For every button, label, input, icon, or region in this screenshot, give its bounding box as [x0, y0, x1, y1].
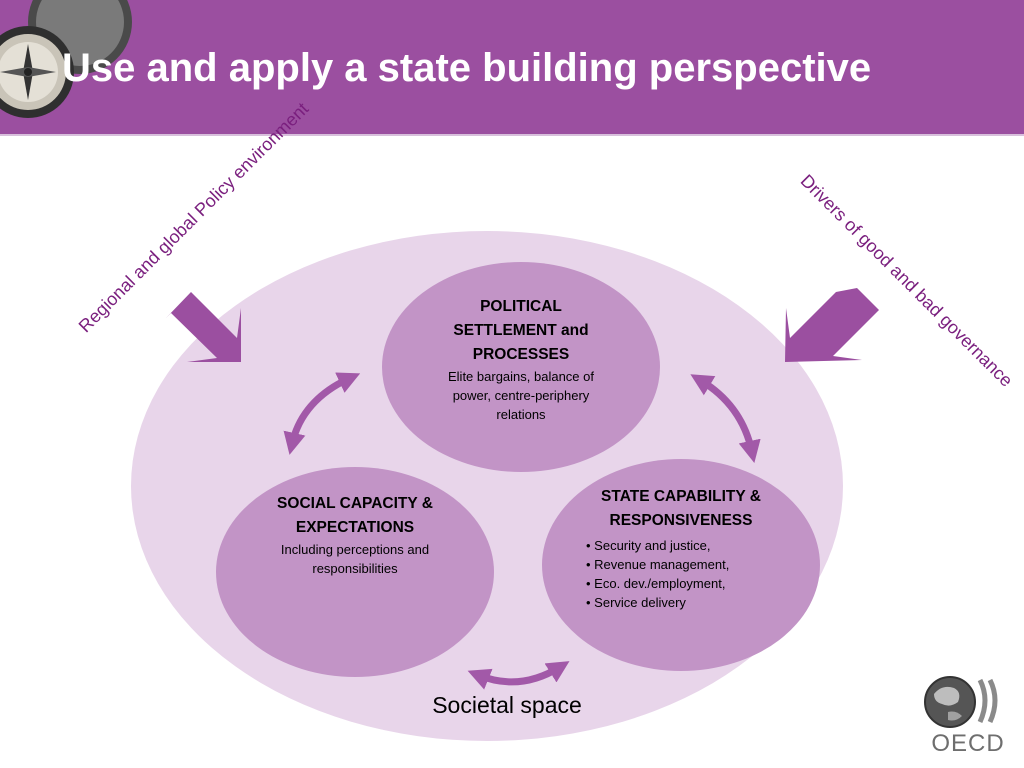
societal-space-label: Societal space — [432, 692, 582, 718]
state-item-economy: Eco. dev./employment, — [586, 574, 794, 593]
political-text: Elite bargains, balance of power, centre… — [448, 369, 594, 422]
state-heading: STATE CAPABILITY & RESPONSIVENESS — [601, 488, 761, 529]
oecd-logo — [920, 670, 1016, 762]
oecd-logo-text: OECD — [931, 730, 1005, 757]
input-arrow-right — [785, 288, 879, 362]
state-item-service: Service delivery — [586, 593, 794, 612]
social-text: Including perceptions and responsibiliti… — [280, 542, 430, 576]
state-list: Security and justice, Revenue management… — [568, 536, 794, 612]
political-settlement-circle: POLITICAL SETTLEMENT and PROCESSES Elite… — [382, 262, 660, 472]
header-band — [0, 0, 1024, 135]
input-arrow-left — [166, 292, 241, 362]
header-divider — [0, 134, 1024, 136]
state-item-security: Security and justice, — [586, 536, 794, 555]
slide-title: Use and apply a state building perspecti… — [62, 46, 872, 90]
arrow-social-political — [283, 372, 361, 455]
social-capacity-circle: SOCIAL CAPACITY & EXPECTATIONS Including… — [216, 467, 494, 677]
compass-icon — [0, 0, 140, 135]
state-item-revenue: Revenue management, — [586, 555, 794, 574]
political-heading: POLITICAL SETTLEMENT and PROCESSES — [453, 298, 589, 363]
arrow-social-state — [467, 661, 570, 690]
state-capability-circle: STATE CAPABILITY & RESPONSIVENESS Securi… — [542, 459, 820, 671]
social-heading: SOCIAL CAPACITY & EXPECTATIONS — [277, 495, 433, 536]
arrow-political-state — [690, 374, 761, 463]
